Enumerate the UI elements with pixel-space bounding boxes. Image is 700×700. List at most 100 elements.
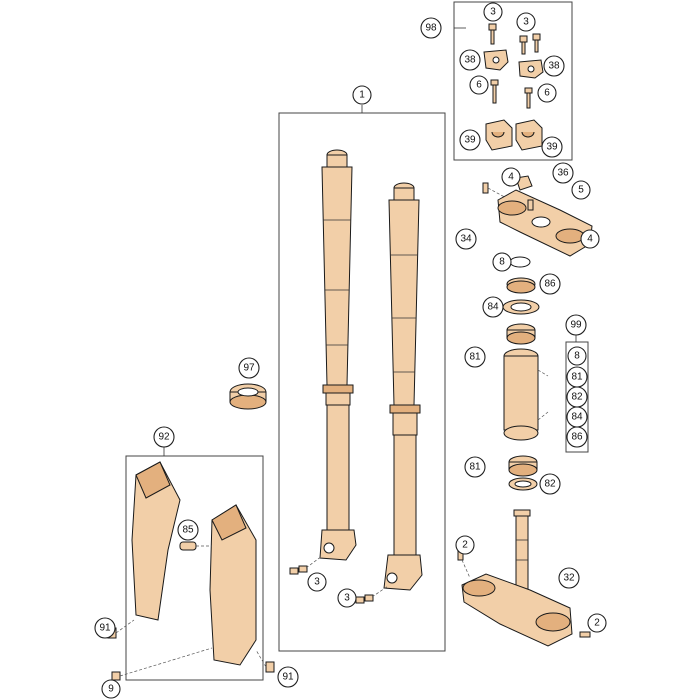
callout-82: 82 bbox=[539, 473, 561, 495]
svg-text:3: 3 bbox=[523, 17, 529, 28]
callout-81: 81 bbox=[464, 456, 486, 478]
adjuster-ring-97 bbox=[229, 383, 267, 410]
callout-84: 84 bbox=[566, 406, 588, 428]
callout-84: 84 bbox=[482, 296, 504, 318]
callout-34: 34 bbox=[455, 228, 477, 250]
callout-82: 82 bbox=[566, 386, 588, 408]
callout-9: 9 bbox=[101, 679, 121, 699]
callout-91: 91 bbox=[94, 617, 116, 639]
axle-screws-3a bbox=[289, 555, 323, 575]
svg-text:91: 91 bbox=[282, 672, 294, 683]
bracket-38b bbox=[518, 59, 544, 79]
callout-99: 99 bbox=[565, 314, 587, 336]
callout-39: 39 bbox=[541, 136, 563, 158]
axle-screws-3b bbox=[355, 585, 389, 604]
callout-2: 2 bbox=[455, 535, 475, 555]
bracket-group-99 bbox=[565, 341, 589, 453]
callout-92: 92 bbox=[153, 426, 175, 448]
svg-text:32: 32 bbox=[563, 573, 575, 584]
clamp-39a bbox=[485, 119, 513, 151]
svg-text:9: 9 bbox=[108, 684, 114, 695]
bearing-81-lower bbox=[503, 425, 539, 477]
svg-text:4: 4 bbox=[587, 234, 593, 245]
screw-91-right bbox=[255, 649, 275, 673]
callout-85: 85 bbox=[177, 519, 199, 541]
bracket-38a bbox=[483, 49, 509, 71]
callout-1: 1 bbox=[352, 85, 372, 105]
svg-text:81: 81 bbox=[571, 372, 583, 383]
svg-text:36: 36 bbox=[557, 168, 569, 179]
svg-text:6: 6 bbox=[476, 80, 482, 91]
head-tube-race bbox=[503, 348, 549, 431]
fork-guard-right bbox=[209, 504, 257, 666]
svg-text:6: 6 bbox=[544, 88, 550, 99]
callout-97: 97 bbox=[238, 357, 260, 379]
svg-text:38: 38 bbox=[548, 61, 560, 72]
callout-3: 3 bbox=[307, 572, 327, 592]
callout-91: 91 bbox=[277, 666, 299, 688]
svg-text:34: 34 bbox=[460, 234, 472, 245]
fork-guard-left bbox=[131, 461, 181, 621]
fork-leg-left bbox=[319, 149, 357, 561]
svg-text:84: 84 bbox=[487, 302, 499, 313]
bearing-81-upper bbox=[506, 323, 536, 345]
svg-text:3: 3 bbox=[490, 7, 496, 18]
svg-text:86: 86 bbox=[571, 432, 583, 443]
svg-text:39: 39 bbox=[546, 142, 558, 153]
seal-84 bbox=[502, 299, 540, 315]
cap-86-top bbox=[506, 277, 536, 294]
lower-triple-clamp-32 bbox=[457, 509, 591, 647]
svg-text:97: 97 bbox=[243, 363, 255, 374]
svg-text:3: 3 bbox=[344, 593, 350, 604]
svg-text:5: 5 bbox=[578, 185, 584, 196]
callout-8: 8 bbox=[567, 346, 587, 366]
callout-6: 6 bbox=[537, 83, 557, 103]
svg-text:85: 85 bbox=[182, 525, 194, 536]
bolt-6b bbox=[524, 87, 533, 109]
bolt-3a bbox=[488, 23, 497, 45]
svg-text:92: 92 bbox=[158, 432, 170, 443]
callout-2: 2 bbox=[587, 613, 607, 633]
frame-group-92 bbox=[125, 455, 264, 681]
svg-text:8: 8 bbox=[499, 257, 505, 268]
callout-32: 32 bbox=[558, 567, 580, 589]
callout-3: 3 bbox=[483, 2, 503, 22]
svg-text:86: 86 bbox=[544, 279, 556, 290]
callout-86: 86 bbox=[566, 426, 588, 448]
svg-text:98: 98 bbox=[425, 23, 437, 34]
callout-39: 39 bbox=[459, 129, 481, 151]
oring-8 bbox=[509, 256, 531, 268]
svg-text:82: 82 bbox=[571, 392, 583, 403]
bolt-6a bbox=[490, 79, 499, 104]
callout-38: 38 bbox=[459, 49, 481, 71]
callout-4: 4 bbox=[501, 167, 521, 187]
callout-81: 81 bbox=[566, 366, 588, 388]
callout-98: 98 bbox=[420, 17, 442, 39]
svg-text:8: 8 bbox=[574, 351, 580, 362]
svg-text:39: 39 bbox=[464, 135, 476, 146]
clip-85 bbox=[179, 541, 212, 551]
bolt-3b bbox=[519, 33, 541, 55]
screw-9 bbox=[111, 647, 213, 681]
svg-text:38: 38 bbox=[464, 55, 476, 66]
fork-leg-right bbox=[383, 182, 423, 591]
svg-text:81: 81 bbox=[469, 352, 481, 363]
callout-6: 6 bbox=[469, 75, 489, 95]
callout-5: 5 bbox=[571, 180, 591, 200]
callout-3: 3 bbox=[337, 588, 357, 608]
svg-text:91: 91 bbox=[99, 623, 111, 634]
svg-text:81: 81 bbox=[469, 462, 481, 473]
svg-text:99: 99 bbox=[570, 320, 582, 331]
clamp-39b bbox=[515, 119, 543, 151]
frame-group-98 bbox=[453, 1, 573, 161]
callout-4: 4 bbox=[580, 229, 600, 249]
callout-8: 8 bbox=[492, 252, 512, 272]
callout-3: 3 bbox=[516, 12, 536, 32]
svg-text:2: 2 bbox=[462, 540, 468, 551]
callout-81: 81 bbox=[464, 346, 486, 368]
callout-36: 36 bbox=[552, 162, 574, 184]
svg-text:3: 3 bbox=[314, 577, 320, 588]
svg-text:1: 1 bbox=[359, 90, 365, 101]
seal-82 bbox=[508, 477, 538, 491]
